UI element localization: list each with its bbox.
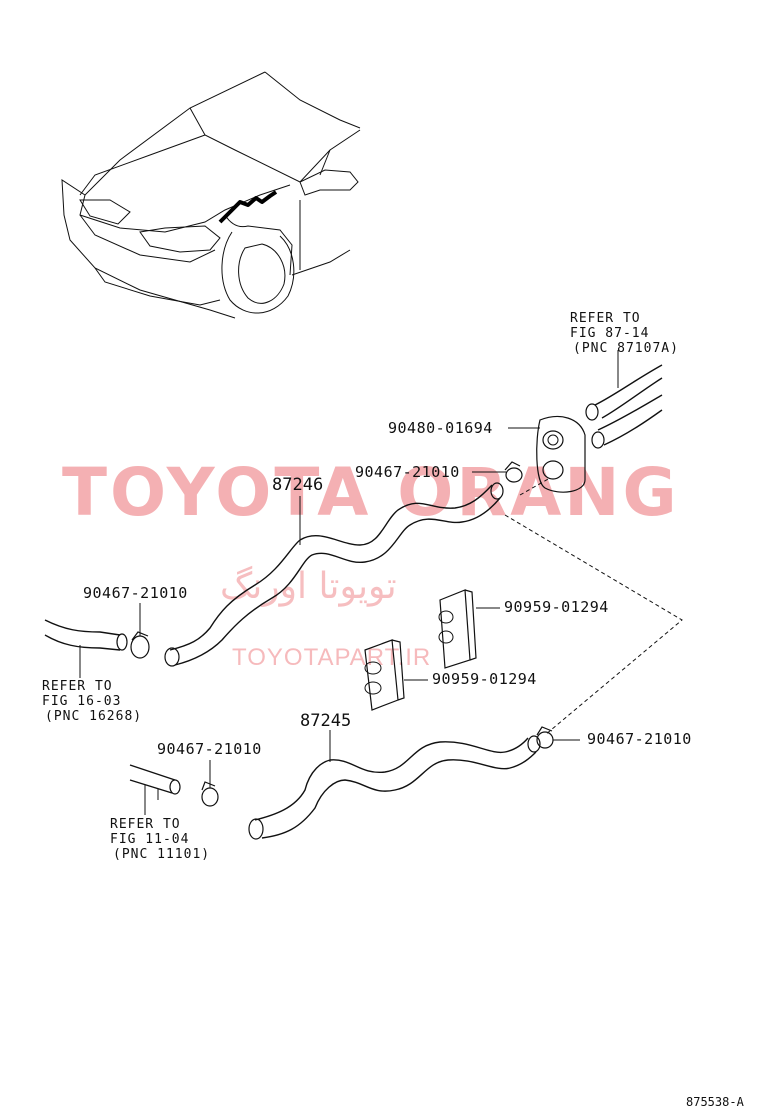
- refer-bottom-line3: (PNC 11101): [113, 847, 210, 862]
- watermark-persian: تویوتا اورنگ: [220, 565, 397, 607]
- watermark-title: TOYOTA ORANG: [62, 454, 680, 531]
- label-cushion-1: 90959-01294: [504, 598, 609, 616]
- cushion-lower: [364, 639, 405, 711]
- grommet-part: [536, 415, 586, 493]
- label-clamp-top: 90467-21010: [355, 463, 460, 481]
- refer-left-line1: REFER TO: [42, 679, 113, 694]
- clamp-top: [504, 461, 523, 483]
- dashed-connectors: [504, 477, 683, 736]
- bottom-left-pipe: [129, 764, 219, 815]
- label-hose-lower: 87245: [300, 711, 351, 731]
- refer-top-line3: (PNC 87107A): [573, 341, 679, 356]
- label-hose-upper: 87246: [272, 475, 323, 495]
- refer-top-line2: FIG 87-14: [570, 326, 649, 341]
- label-clamp-left: 90467-21010: [83, 584, 188, 602]
- refer-bottom-line1: REFER TO: [110, 817, 181, 832]
- refer-top-line1: REFER TO: [570, 311, 641, 326]
- refer-bottom-line2: FIG 11-04: [110, 832, 189, 847]
- cushion-upper: [438, 589, 477, 669]
- leader-lines: [139, 427, 580, 788]
- clamp-right: [536, 726, 554, 749]
- watermark-site: TOYOTAPART.IR: [232, 644, 431, 671]
- left-pipe: [44, 619, 150, 678]
- hose-87245: [248, 735, 541, 840]
- refer-left-line3: (PNC 16268): [45, 709, 142, 724]
- label-grommet: 90480-01694: [388, 419, 493, 437]
- car-outline-illustration: [61, 71, 361, 319]
- label-clamp-bottom: 90467-21010: [157, 740, 262, 758]
- label-clamp-right: 90467-21010: [587, 730, 692, 748]
- label-cushion-2: 90959-01294: [432, 670, 537, 688]
- watermark: TOYOTA ORANG تویوتا اورنگ TOYOTAPART.IR: [62, 454, 680, 671]
- hose-87246: [164, 482, 504, 667]
- heater-pipes: [585, 350, 663, 449]
- refer-left-line2: FIG 16-03: [42, 694, 121, 709]
- drawing-code: 875538-A: [686, 1095, 745, 1109]
